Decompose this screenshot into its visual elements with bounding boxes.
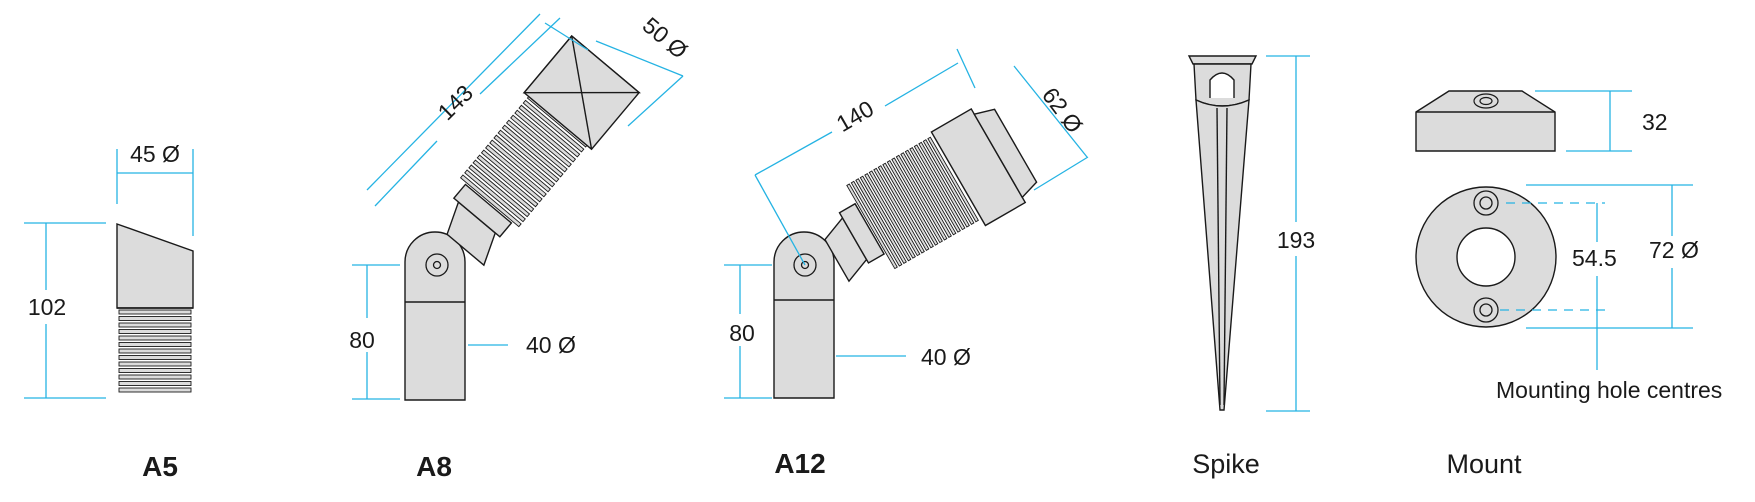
a5-fin [118,361,192,367]
a5-drawing: 45 Ø 102 [24,141,194,399]
a5-fin [118,342,192,347]
a12-fin [900,152,952,238]
a8-diameter-label: 50 Ø [638,12,693,64]
a5-fin [118,348,192,354]
a8-fin [501,124,564,178]
a5-fin [118,368,192,373]
a12-fin [859,175,912,262]
a12-fin [846,183,898,270]
a8-drawing: 80 40 Ø 143 50 Ø [349,12,693,401]
a5-product-label: A5 [142,451,178,482]
mount-product-label: Mount [1446,449,1522,479]
a12-fin [855,178,907,264]
a12-diameter-label: 62 Ø [1037,82,1088,138]
a12-fin [927,136,979,223]
a12-fin [922,139,975,225]
a8-fin [468,164,531,218]
a12-length-label: 140 [832,95,878,137]
a8-fin [472,159,535,213]
a8-fin [522,99,585,153]
a12-fin [873,167,925,254]
a8-stem-diameter-label: 40 Ø [526,332,576,358]
a12-fin [909,146,961,233]
a8-fin [510,114,572,168]
a12-stem-height-label: 80 [729,320,755,346]
a8-fin [514,109,577,163]
a5-fin [118,335,192,341]
spike-height-label: 193 [1277,227,1315,253]
a8-length-label: 143 [433,80,479,126]
a5-fin [118,316,192,321]
a12-fin [913,144,966,231]
a8-stem-height-label: 80 [349,327,375,353]
spike-drawing: 193 [1187,55,1315,412]
a5-fin [118,322,192,328]
a5-fin [118,355,192,360]
a5-diameter-label: 45 Ø [130,141,180,167]
a12-fin [877,165,930,251]
a12-fin [864,172,916,259]
a5-fin [118,329,192,334]
a12-stem-diameter-label: 40 Ø [921,344,971,370]
a8-fin [505,119,568,173]
a5-fin [118,387,192,393]
spike-product-label: Spike [1192,449,1260,479]
a8-fin [489,139,551,193]
a12-fin [850,180,903,267]
mount-note-label: Mounting hole centres [1496,377,1722,403]
a12-fin [886,159,939,246]
a8-fin [497,129,560,183]
a8-fin [493,134,556,188]
a8-product-label: A8 [416,451,452,482]
a8-fin [476,154,539,208]
mount-hole-spacing-label: 54.5 [1572,245,1617,271]
a5-fin [118,374,192,380]
a12-fin [918,141,970,228]
a5-fin [118,381,192,386]
a12-product-label: A12 [774,448,825,479]
a12-fin [868,170,921,257]
a12-fin [882,162,934,249]
a8-fin [459,174,522,228]
mount-diameter-label: 72 Ø [1649,237,1699,263]
a12-fin [891,157,943,244]
a8-fin [480,149,543,203]
a8-fin [464,169,526,223]
a8-fin [485,144,547,198]
a12-fin [904,149,957,236]
a5-fin [118,309,192,315]
mount-height-label: 32 [1642,109,1668,135]
a12-drawing: 80 40 Ø 140 62 Ø [724,48,1089,399]
a8-fin [518,104,581,158]
mount-drawing: 32 54.5 72 Ø Mounting hole centres [1415,90,1722,403]
a5-height-label: 102 [28,294,66,320]
a12-fin [895,154,948,241]
